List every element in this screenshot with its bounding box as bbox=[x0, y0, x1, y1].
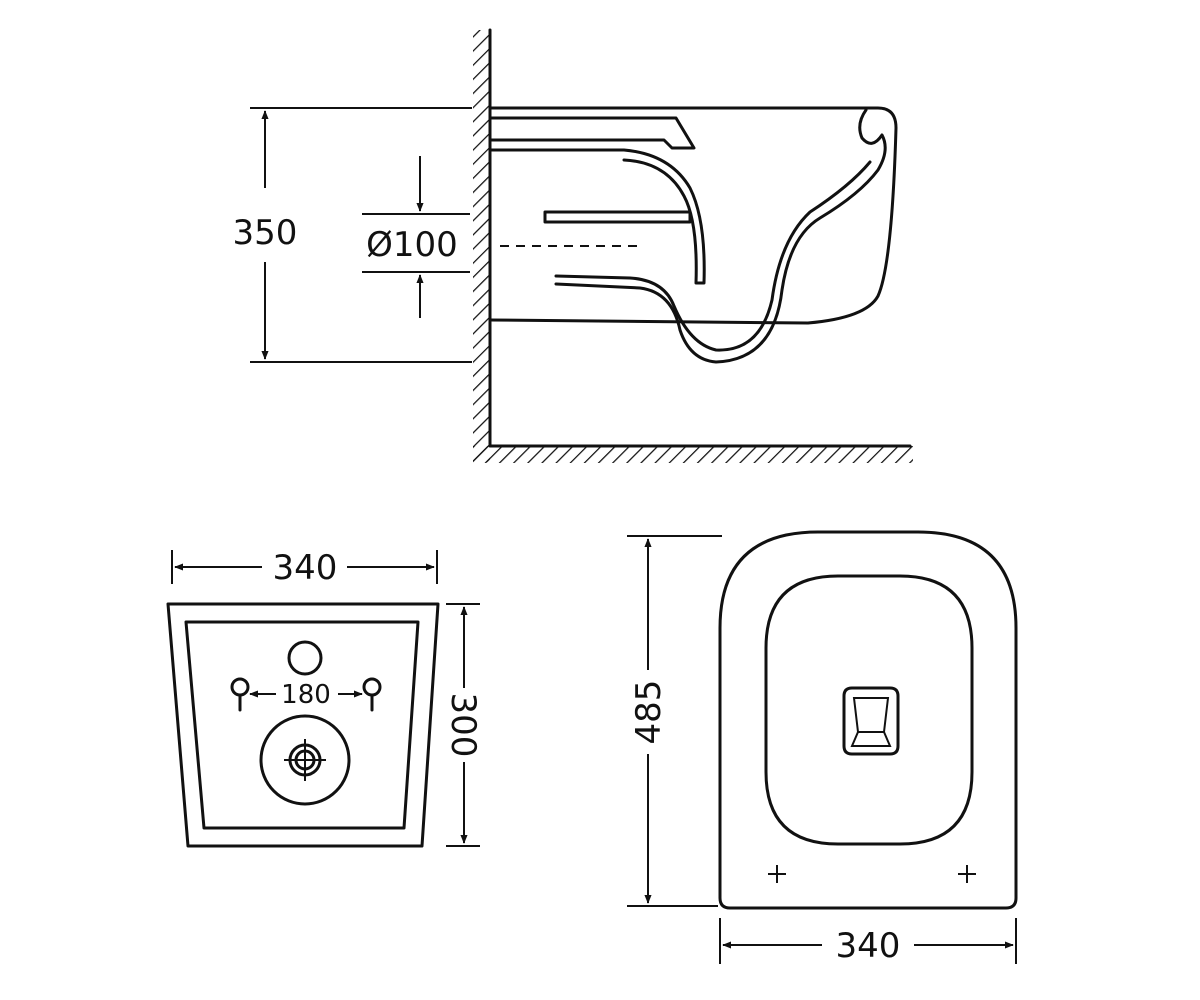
bowl-trap-curve bbox=[554, 108, 887, 364]
dim-350-label: 350 bbox=[233, 213, 298, 253]
outlet-pipe bbox=[543, 210, 692, 224]
back-outer-outline bbox=[166, 602, 440, 848]
top-view: 485 340 bbox=[627, 530, 1018, 966]
side-view: 350 Ø100 bbox=[233, 28, 913, 463]
bolt-left-icon bbox=[230, 677, 250, 697]
dim-180-label: 180 bbox=[281, 680, 331, 710]
back-view: 180 340 300 bbox=[166, 548, 483, 848]
wall-floor-line bbox=[488, 28, 912, 448]
flush-channel bbox=[488, 116, 696, 150]
top-outer-outline bbox=[718, 530, 1018, 910]
drain-inner bbox=[850, 697, 892, 747]
seat-fixing-right-icon bbox=[958, 865, 976, 883]
flush-inner bbox=[488, 148, 706, 285]
seat-fixing-left-icon bbox=[768, 865, 786, 883]
bowl-trap-inner bbox=[554, 160, 872, 352]
floor-hatch bbox=[473, 446, 913, 463]
inlet-hole bbox=[287, 640, 323, 676]
top-inner-bowl bbox=[764, 574, 974, 846]
top-width-label: 340 bbox=[836, 926, 901, 966]
back-width-label: 340 bbox=[273, 548, 338, 588]
top-length-label: 485 bbox=[629, 680, 669, 745]
pipe-diameter-label: Ø100 bbox=[366, 225, 458, 265]
bolt-right-icon bbox=[362, 677, 382, 697]
back-height-label: 300 bbox=[443, 693, 483, 758]
wall-hatch bbox=[473, 30, 490, 462]
drain-outer bbox=[842, 686, 900, 756]
outlet-ring bbox=[259, 714, 351, 806]
back-inner-outline bbox=[184, 620, 420, 830]
bowl-outline bbox=[488, 106, 898, 325]
